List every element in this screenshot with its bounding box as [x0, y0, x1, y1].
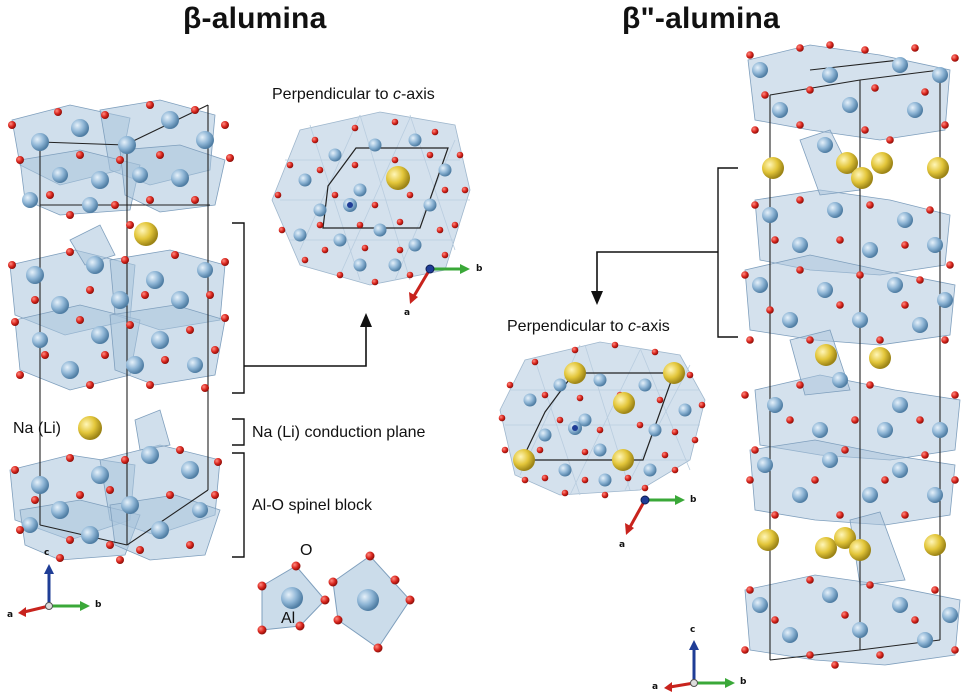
spinel-block-label: Al-O spinel block [252, 497, 373, 514]
beta-top-view [271, 111, 471, 286]
right-top-view-axes [625, 495, 685, 535]
right-top-axis-b-label: b [690, 495, 697, 505]
right-axis-a-label: a [652, 682, 659, 692]
right-axis-b-label: b [740, 677, 747, 687]
aluminum-label: Al [281, 610, 296, 627]
na-li-label: Na (Li) [13, 420, 62, 437]
left-top-axis-a-label: a [404, 308, 411, 318]
oxygen-label: O [300, 542, 313, 559]
arrow-to-top-view-left [244, 313, 372, 367]
right-axes-indicator [664, 640, 735, 692]
beta-double-prime-unit-cell [741, 41, 961, 669]
left-top-view-axes [409, 264, 470, 304]
right-axis-c-label: c [690, 625, 696, 635]
brackets [232, 222, 245, 558]
al-o-polyhedra-legend [257, 551, 415, 653]
conduction-plane-label: Na (Li) conduction plane [252, 424, 426, 441]
left-axis-b-label: b [95, 600, 102, 610]
beta-double-prime-alumina-title: β"-alumina [622, 2, 780, 35]
left-top-axis-b-label: b [476, 264, 483, 274]
beta-alumina-title: β-alumina [183, 2, 327, 35]
left-axis-a-label: a [7, 610, 14, 620]
perpendicular-label-left: Perpendicular to c-axis [272, 86, 435, 103]
right-top-axis-a-label: a [619, 540, 626, 550]
beta-unit-cell [8, 99, 234, 564]
left-axis-c-label: c [44, 548, 50, 558]
beta-double-prime-top-view [498, 341, 706, 499]
left-axes-indicator [18, 564, 90, 617]
perpendicular-label-right: Perpendicular to c-axis [507, 318, 670, 335]
right-bracket [591, 167, 738, 338]
